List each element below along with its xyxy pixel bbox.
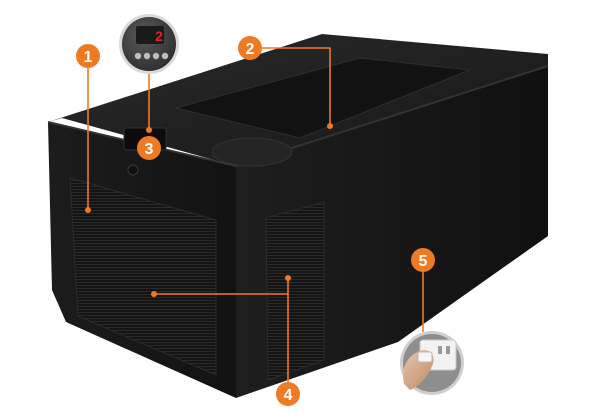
callout-3: 3 xyxy=(137,136,161,160)
callout-number: 1 xyxy=(84,49,93,66)
leader-lines xyxy=(87,47,424,382)
control-panel-inset: 2 xyxy=(119,14,179,74)
display-reading: 2 xyxy=(155,28,163,44)
callout-number: 2 xyxy=(246,41,255,58)
callout-1: 1 xyxy=(76,44,100,68)
plug-inset xyxy=(400,331,464,395)
callout-5: 5 xyxy=(411,248,435,272)
display-screen xyxy=(136,26,164,44)
control-button-2 xyxy=(143,52,151,60)
front-knob xyxy=(127,164,139,176)
callout-2: 2 xyxy=(238,36,262,60)
callout-number: 3 xyxy=(145,141,154,158)
leader-dots xyxy=(85,123,333,297)
control-button-1 xyxy=(134,52,142,60)
side-grille xyxy=(265,201,325,381)
round-lid xyxy=(211,137,293,167)
control-button-4 xyxy=(161,52,169,60)
top-basin xyxy=(175,57,471,139)
callout-number: 4 xyxy=(284,387,293,404)
callout-number: 5 xyxy=(419,253,428,270)
control-button-3 xyxy=(152,52,160,60)
plug-icon xyxy=(417,351,433,363)
callout-4: 4 xyxy=(276,382,300,406)
leader-2 xyxy=(261,47,331,126)
chiller-unit xyxy=(47,34,549,398)
front-grille xyxy=(69,177,217,376)
